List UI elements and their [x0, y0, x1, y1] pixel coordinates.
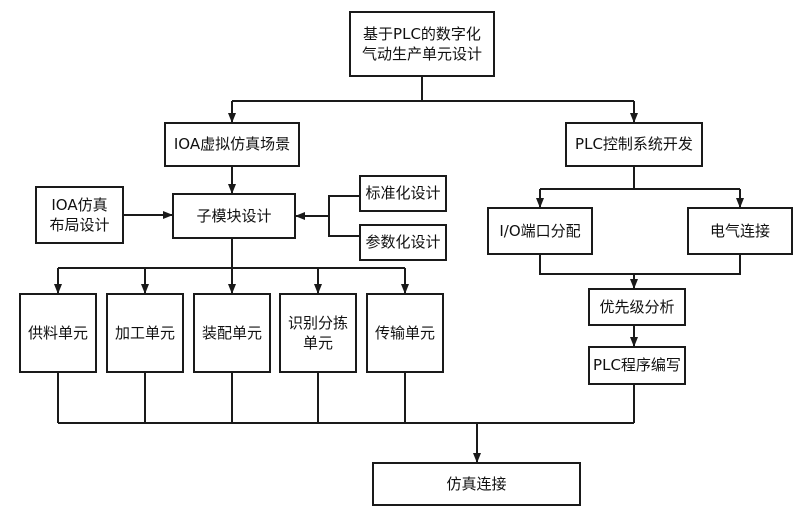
node-sort-unit: 识别分拣 单元 — [279, 293, 357, 373]
node-priority: 优先级分析 — [588, 288, 686, 326]
node-simulation: 仿真连接 — [372, 462, 581, 506]
node-submodule: 子模块设计 — [172, 193, 296, 239]
node-plc-program: PLC程序编写 — [588, 346, 686, 385]
node-process-unit: 加工单元 — [106, 293, 184, 373]
node-electrical: 电气连接 — [687, 207, 793, 255]
node-ioa-scene: IOA虚拟仿真场景 — [164, 122, 300, 167]
node-io-allocation: I/O端口分配 — [487, 207, 593, 255]
node-plc-dev: PLC控制系统开发 — [565, 122, 703, 167]
node-transfer-unit: 传输单元 — [366, 293, 444, 373]
node-assembly-unit: 装配单元 — [193, 293, 271, 373]
node-top: 基于PLC的数字化 气动生产单元设计 — [349, 11, 495, 77]
node-parametric: 参数化设计 — [359, 224, 447, 261]
node-ioa-layout: IOA仿真 布局设计 — [35, 186, 124, 244]
node-supply-unit: 供料单元 — [19, 293, 97, 373]
node-standardized: 标准化设计 — [359, 175, 447, 212]
